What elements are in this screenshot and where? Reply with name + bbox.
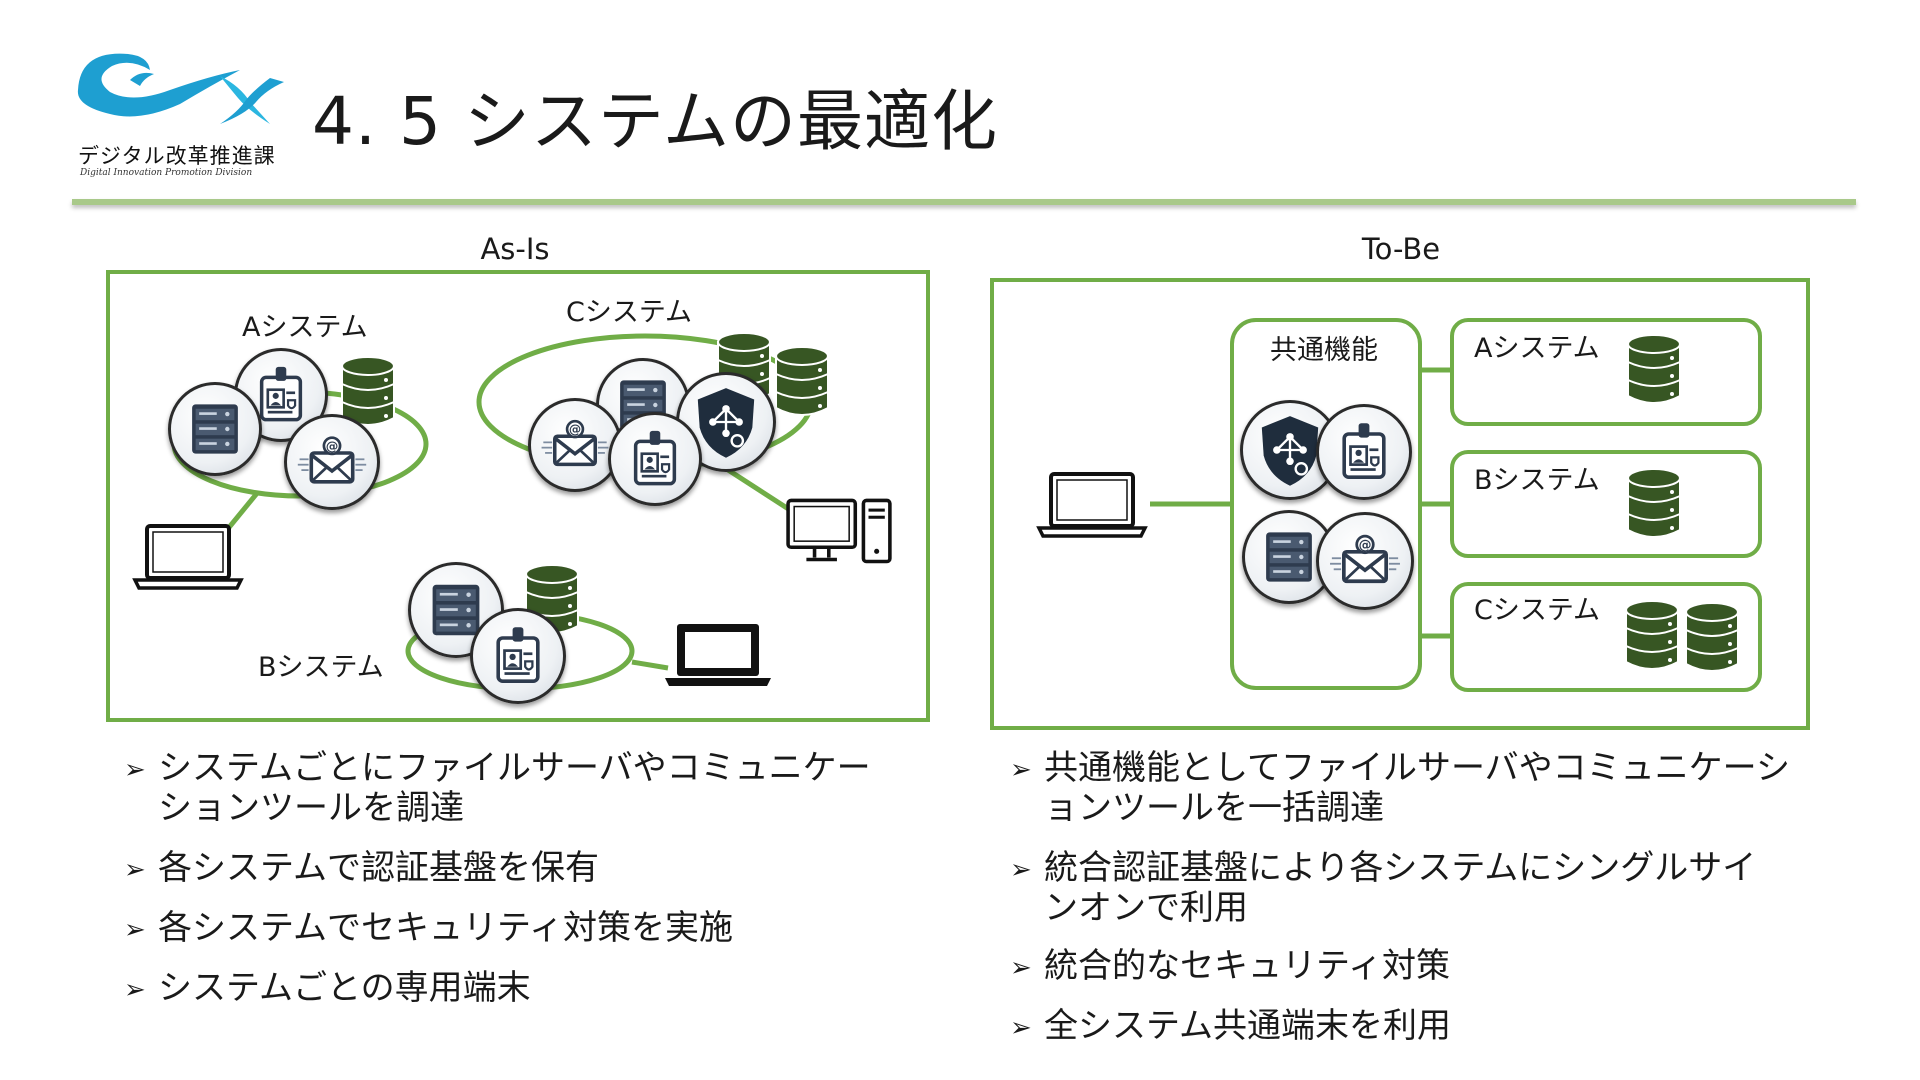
- tobe-system-c-label: Cシステム: [1474, 595, 1601, 626]
- asis-system-c-label: Cシステム: [566, 297, 693, 328]
- asis-bullet-2: ➢ 各システムで認証基盤を保有: [124, 848, 599, 888]
- id-badge-icon: [1316, 404, 1412, 500]
- id-badge-icon: [470, 608, 566, 704]
- laptop-icon: [1036, 470, 1148, 540]
- arrow-bullet-icon: ➢: [124, 755, 146, 785]
- arrow-bullet-icon: ➢: [124, 975, 146, 1005]
- tobe-bullet-1: ➢ 共通機能としてファイルサーバやコミュニケーションツールを一括調達: [1010, 748, 1790, 828]
- tobe-system-a-box: [1450, 318, 1762, 426]
- arrow-bullet-icon: ➢: [124, 915, 146, 945]
- tobe-bullet-3: ➢ 統合的なセキュリティ対策: [1010, 946, 1450, 986]
- server-icon: [168, 382, 262, 476]
- database-icon: [1624, 330, 1684, 410]
- tobe-system-a-label: Aシステム: [1474, 333, 1600, 364]
- tobe-label: To-Be: [1361, 232, 1441, 266]
- tobe-bullet-4: ➢ 全システム共通端末を利用: [1010, 1006, 1451, 1046]
- asis-system-a-label: Aシステム: [242, 312, 368, 343]
- asis-bullet-3: ➢ 各システムでセキュリティ対策を実施: [124, 908, 733, 948]
- arrow-bullet-icon: ➢: [1010, 1013, 1032, 1043]
- arrow-bullet-icon: ➢: [1010, 755, 1032, 785]
- database-icon: [1682, 598, 1742, 678]
- id-badge-icon: [608, 412, 702, 506]
- database-icon: [1624, 464, 1684, 544]
- arrow-bullet-icon: ➢: [1010, 953, 1032, 983]
- email-icon: [284, 414, 380, 510]
- tobe-system-b-box: [1450, 450, 1762, 558]
- title-divider: [72, 199, 1856, 205]
- asis-diagram-frame: [106, 270, 930, 722]
- tobe-bullet-2: ➢ 統合認証基盤により各システムにシングルサインオンで利用: [1010, 848, 1757, 928]
- logo-text: デジタル改革推進課: [78, 144, 276, 168]
- logo-wave-icon: [70, 40, 290, 190]
- logo-subtitle: Digital Innovation Promotion Division: [80, 168, 253, 178]
- arrow-bullet-icon: ➢: [124, 855, 146, 885]
- asis-label: As-Is: [480, 232, 550, 266]
- email-icon: [1316, 512, 1414, 610]
- arrow-bullet-icon: ➢: [1010, 855, 1032, 885]
- common-functions-label: 共通機能: [1270, 335, 1378, 366]
- database-icon: [1622, 596, 1682, 676]
- tobe-diagram-frame: [990, 278, 1810, 730]
- tobe-system-b-label: Bシステム: [1474, 465, 1600, 496]
- email-icon: [528, 398, 622, 492]
- asis-bullet-4: ➢ システムごとの専用端末: [124, 968, 531, 1008]
- asis-bullet-1: ➢ システムごとにファイルサーバやコミュニケーションツールを調達: [124, 748, 871, 828]
- page-title: 4. 5 システムの最適化: [312, 83, 998, 160]
- common-functions-box: [1230, 318, 1422, 690]
- asis-system-b-label: Bシステム: [258, 652, 384, 683]
